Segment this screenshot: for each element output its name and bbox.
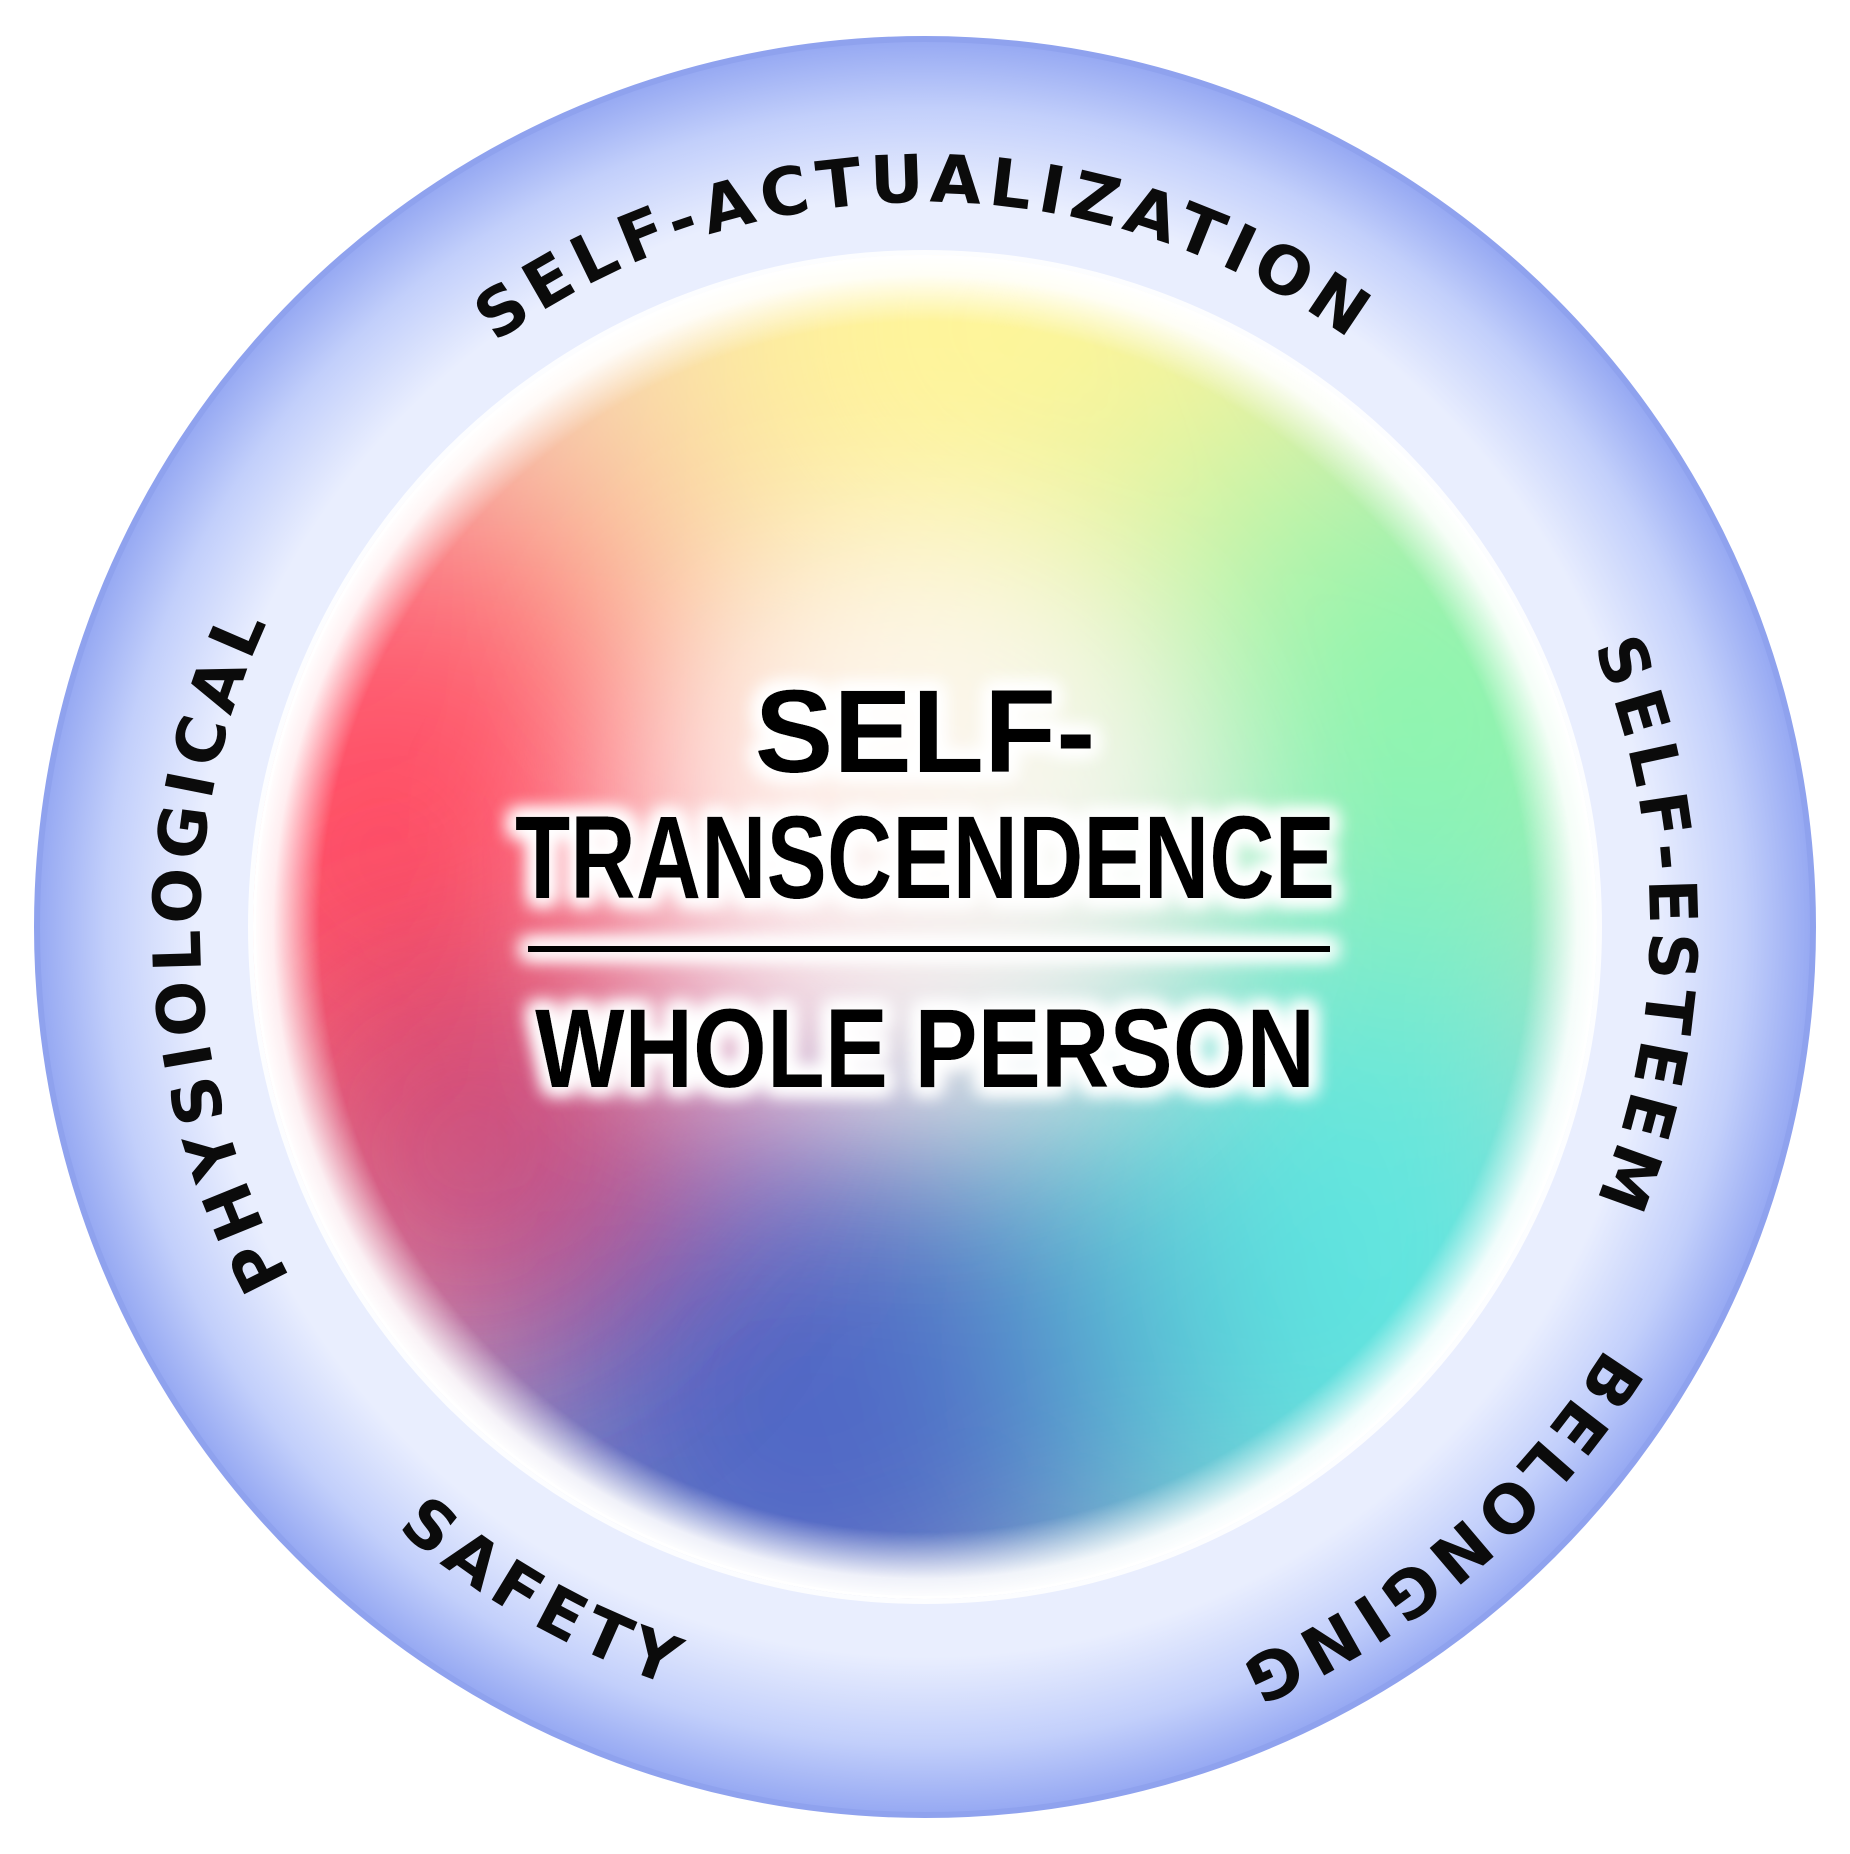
center-line-self: SELF- — [755, 666, 1096, 798]
center-divider — [528, 946, 1330, 952]
outer-ring-edge — [34, 36, 1816, 1818]
center-line-whole-person: WHOLE PERSON — [535, 986, 1315, 1111]
center-line-transcendence: TRANSCENDENCE — [515, 792, 1335, 924]
inner-sphere — [253, 255, 1597, 1599]
inner-sphere-rim — [248, 250, 1602, 1604]
center-text: SELF- TRANSCENDENCE WHOLE PERSON — [515, 666, 1335, 1111]
